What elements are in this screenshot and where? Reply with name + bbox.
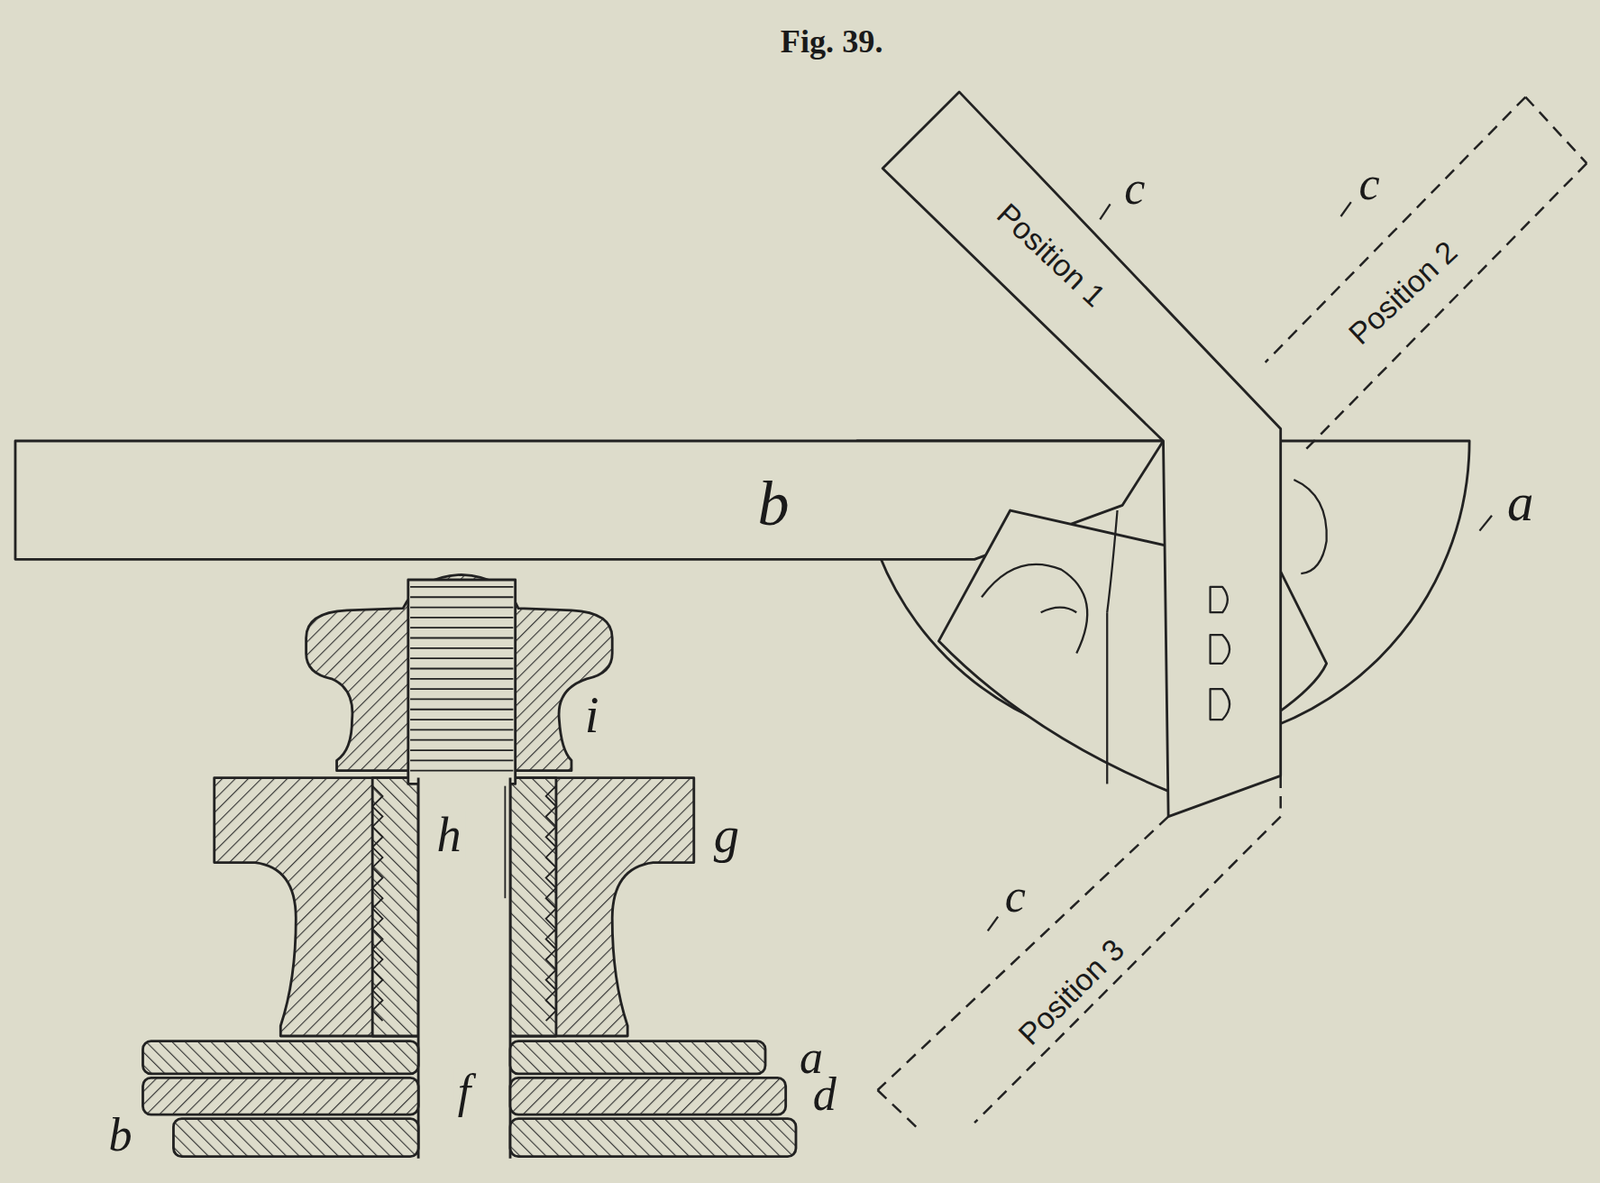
clamp-section (142, 574, 796, 1159)
ruler-b (15, 440, 1164, 559)
arm-c (882, 91, 1280, 817)
part-letter: b (758, 471, 790, 535)
leader-ticks (987, 201, 1492, 931)
dashed-positions (877, 97, 1588, 1129)
figure-title: Fig. 39. (780, 24, 884, 57)
part-letter: i (585, 688, 600, 741)
part-letter: g (713, 809, 740, 861)
part-letter: h (432, 810, 466, 860)
part-letter: b (109, 1111, 133, 1159)
position-label: Position 2 (1343, 236, 1463, 351)
part-letter: f (453, 1068, 476, 1116)
part-letter: a (1507, 476, 1534, 531)
part-letter: c (1005, 872, 1026, 920)
part-letter: d (813, 1069, 837, 1117)
part-letter: c (1359, 160, 1381, 208)
position-label: Position 3 (1013, 933, 1130, 1051)
part-letter: c (1124, 164, 1145, 212)
